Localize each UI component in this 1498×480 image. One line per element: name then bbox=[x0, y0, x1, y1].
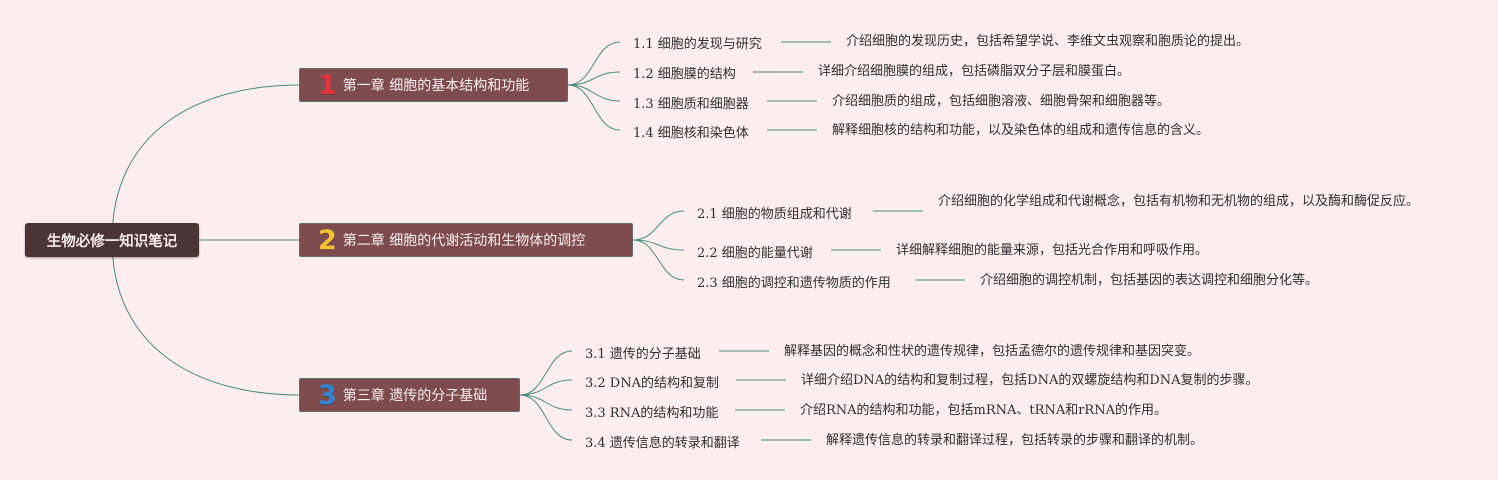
section-description: 介绍RNA的结构和功能，包括mRNA、tRNA和rRNA的作用。 bbox=[800, 403, 1167, 418]
chapter-connector bbox=[567, 84, 621, 131]
section-description: 详细介绍DNA的结构和复制过程，包括DNA的双螺旋结构和DNA复制的步骤。 bbox=[801, 373, 1259, 388]
chapter-number-icon: 3 bbox=[318, 379, 337, 411]
section-label[interactable]: 3.3 RNA的结构和功能 bbox=[585, 406, 719, 421]
chapter-connector bbox=[519, 350, 573, 396]
chapter-connector bbox=[519, 379, 573, 396]
chapter-connector bbox=[567, 84, 621, 102]
section-label[interactable]: 1.3 细胞质和细胞器 bbox=[633, 97, 749, 112]
chapter-node-3[interactable]: 3 第三章 遗传的分子基础 bbox=[299, 378, 520, 412]
section-description: 介绍细胞的化学组成和代谢概念，包括有机物和无机物的组成，以及酶和酶促反应。 bbox=[938, 194, 1420, 209]
root-connector-3 bbox=[111, 239, 300, 396]
chapter-connector bbox=[519, 394, 573, 411]
section-label[interactable]: 2.1 细胞的物质组成和代谢 bbox=[697, 207, 852, 222]
root-title: 生物必修一知识笔记 bbox=[46, 233, 178, 250]
section-label[interactable]: 2.3 细胞的调控和遗传物质的作用 bbox=[697, 276, 891, 291]
section-description: 解释遗传信息的转录和翻译过程，包括转录的步骤和翻译的机制。 bbox=[826, 433, 1204, 448]
root-node[interactable]: 生物必修一知识笔记 bbox=[25, 223, 199, 257]
chapter-connector bbox=[519, 394, 573, 441]
chapter-connector bbox=[567, 41, 621, 86]
chapter-connector bbox=[632, 210, 685, 241]
chapter-node-1[interactable]: 1 第一章 细胞的基本结构和功能 bbox=[299, 68, 568, 102]
section-label[interactable]: 1.4 细胞核和染色体 bbox=[633, 126, 749, 141]
section-description: 介绍细胞的调控机制，包括基因的表达调控和细胞分化等。 bbox=[980, 273, 1319, 288]
chapter-connector bbox=[567, 71, 621, 86]
section-description: 介绍细胞的发现历史，包括希望学说、李维文虫观察和胞质论的提出。 bbox=[846, 34, 1250, 49]
chapter-node-2[interactable]: 2 第二章 细胞的代谢活动和生物体的调控 bbox=[299, 223, 633, 257]
chapter-number-icon: 2 bbox=[318, 224, 337, 256]
section-description: 解释细胞核的结构和功能，以及染色体的组成和遗传信息的含义。 bbox=[832, 123, 1210, 138]
section-description: 介绍细胞质的组成，包括细胞溶液、细胞骨架和细胞器等。 bbox=[832, 94, 1171, 109]
section-label[interactable]: 3.4 遗传信息的转录和翻译 bbox=[585, 436, 740, 451]
root-connector-1 bbox=[111, 84, 300, 241]
chapter-title: 第二章 细胞的代谢活动和生物体的调控 bbox=[342, 233, 586, 249]
chapter-number-icon: 1 bbox=[318, 69, 337, 101]
section-label[interactable]: 2.2 细胞的能量代谢 bbox=[697, 246, 813, 261]
chapter-connector bbox=[632, 239, 685, 281]
section-description: 解释基因的概念和性状的遗传规律，包括孟德尔的遗传规律和基因突变。 bbox=[784, 344, 1201, 359]
section-label[interactable]: 3.1 遗传的分子基础 bbox=[585, 347, 701, 362]
section-label[interactable]: 1.2 细胞膜的结构 bbox=[633, 67, 736, 82]
section-description: 详细解释细胞的能量来源，包括光合作用和呼吸作用。 bbox=[896, 243, 1209, 258]
chapter-title: 第三章 遗传的分子基础 bbox=[342, 388, 488, 404]
section-description: 详细介绍细胞膜的组成，包括磷脂双分子层和膜蛋白。 bbox=[818, 64, 1131, 79]
chapter-title: 第一章 细胞的基本结构和功能 bbox=[342, 78, 530, 94]
section-label[interactable]: 3.2 DNA的结构和复制 bbox=[585, 376, 719, 391]
section-label[interactable]: 1.1 细胞的发现与研究 bbox=[633, 37, 762, 52]
